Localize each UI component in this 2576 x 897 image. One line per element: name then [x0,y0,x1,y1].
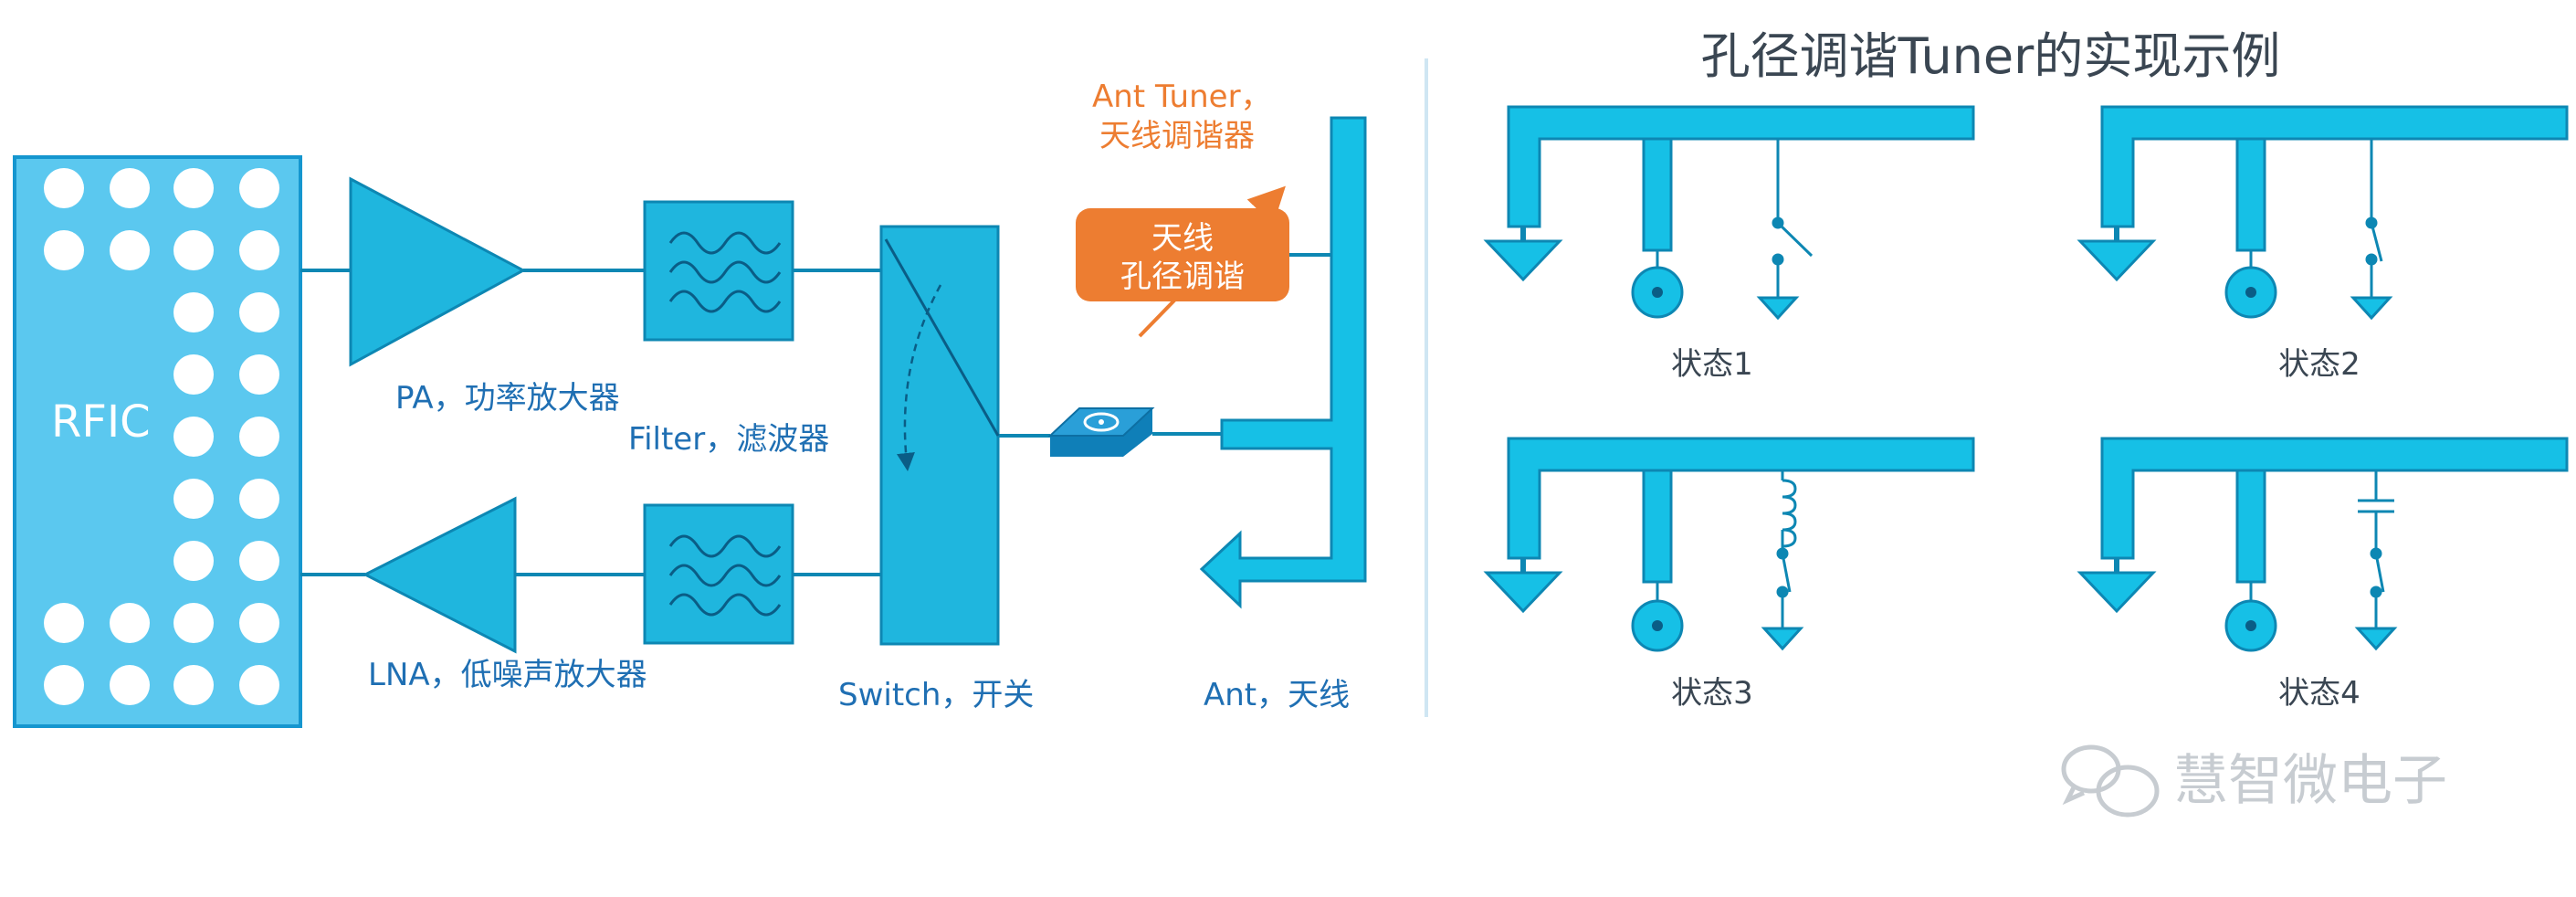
lna-label: LNA，低噪声放大器 [368,657,647,693]
state-3-label: 状态3 [1671,675,1753,712]
state-2-example: 状态2 [2077,105,2569,383]
rx-filter [643,503,794,645]
switch-label: Switch，开关 [838,677,1034,713]
examples-title: 孔径调谐Tuner的实现示例 [1701,27,2281,85]
filter-label: Filter，滤波器 [628,421,829,458]
rfic-label: RFIC [51,396,151,448]
pa-amplifier [349,176,527,367]
chat-bubble-icon [2061,744,2160,818]
state-1-label: 状态1 [1671,346,1753,383]
filter-wave-icon [668,231,782,313]
closed-switch-icon [1761,547,1804,651]
state-4-label: 状态4 [2278,675,2360,712]
tuner-title-line2: 天线调谐器 [1099,118,1255,154]
rfic-pin-grid [44,168,279,705]
ground-arrow-icon [2077,239,2157,282]
state-3-example: 状态3 [1483,437,1975,712]
closed-switch-icon [2350,139,2393,321]
filter-wave-icon [668,534,782,617]
ground-arrow-icon [1483,239,1563,282]
tuner-chip-icon [1047,407,1155,457]
inductor-icon [1781,470,1797,550]
rf-switch [879,225,1000,646]
tx-filter [643,200,794,342]
capacitor-icon [2358,470,2394,550]
state-1-example: 状态1 [1483,105,1975,383]
antenna-label: Ant，天线 [1204,677,1350,713]
aperture-box-line1: 天线 [1151,220,1214,257]
ground-arrow-icon [2077,571,2157,614]
aperture-box-line2: 孔径调谐 [1120,259,1245,295]
ground-arrow-icon [1483,571,1563,614]
tuner-title-line1: Ant Tuner， [1092,79,1272,115]
state-4-example: 状态4 [2077,437,2569,712]
antenna [1199,116,1367,609]
watermark: 慧智微电子 [2061,744,2447,818]
rfic-block: RFIC [13,155,302,728]
lna-amplifier [362,496,517,654]
signal-lines [300,253,1331,576]
watermark-text: 慧智微电子 [2173,749,2447,813]
closed-switch-icon [2354,547,2398,651]
pa-label: PA，功率放大器 [395,380,620,417]
state-2-label: 状态2 [2278,346,2360,383]
open-switch-icon [1756,139,1814,321]
aperture-tuning-box: 天线 孔径调谐 [1076,208,1289,301]
